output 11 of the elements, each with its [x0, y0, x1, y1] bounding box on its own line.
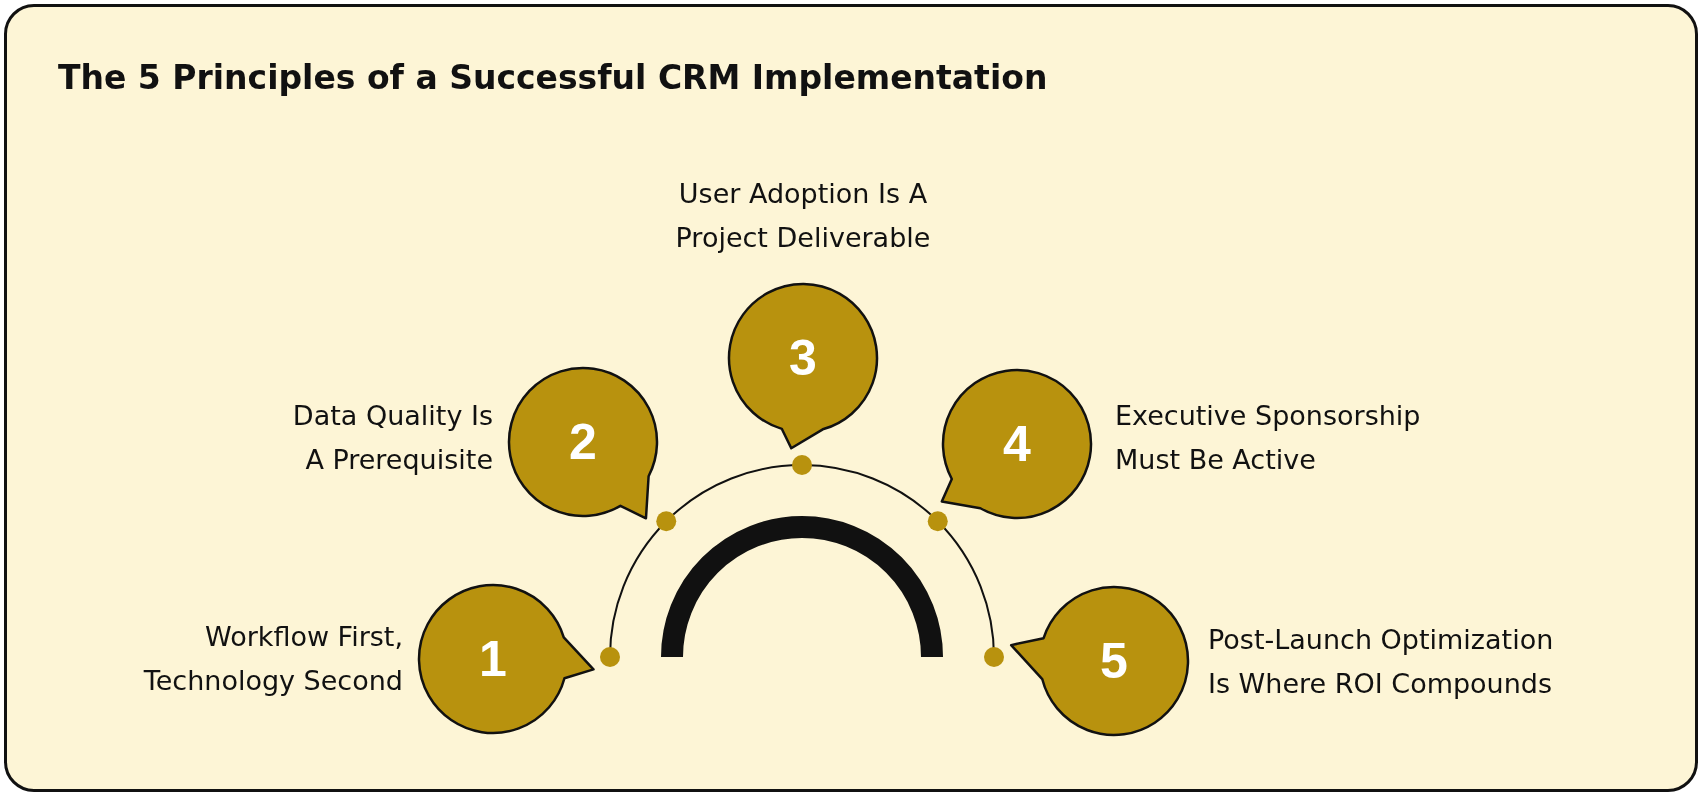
principle-text: User Adoption Is A Project Deliverable: [674, 177, 932, 255]
step-number: 3: [789, 329, 817, 387]
title: The 5 Principles of a Successful CRM Implementation: [58, 58, 1048, 97]
step-number: 1: [479, 630, 507, 688]
step-number: 4: [1003, 415, 1031, 473]
principle-text: Data Quality Is A Prerequisite: [291, 399, 493, 477]
principle-text: Workflow First, Technology Second: [143, 620, 403, 698]
principle-text: Post-Launch Optimization Is Where ROI Compounds: [1208, 623, 1555, 701]
principle-text: Executive Sponsorship Must Be Active: [1115, 399, 1422, 477]
step-number: 2: [569, 413, 597, 471]
step-number: 5: [1100, 632, 1128, 690]
